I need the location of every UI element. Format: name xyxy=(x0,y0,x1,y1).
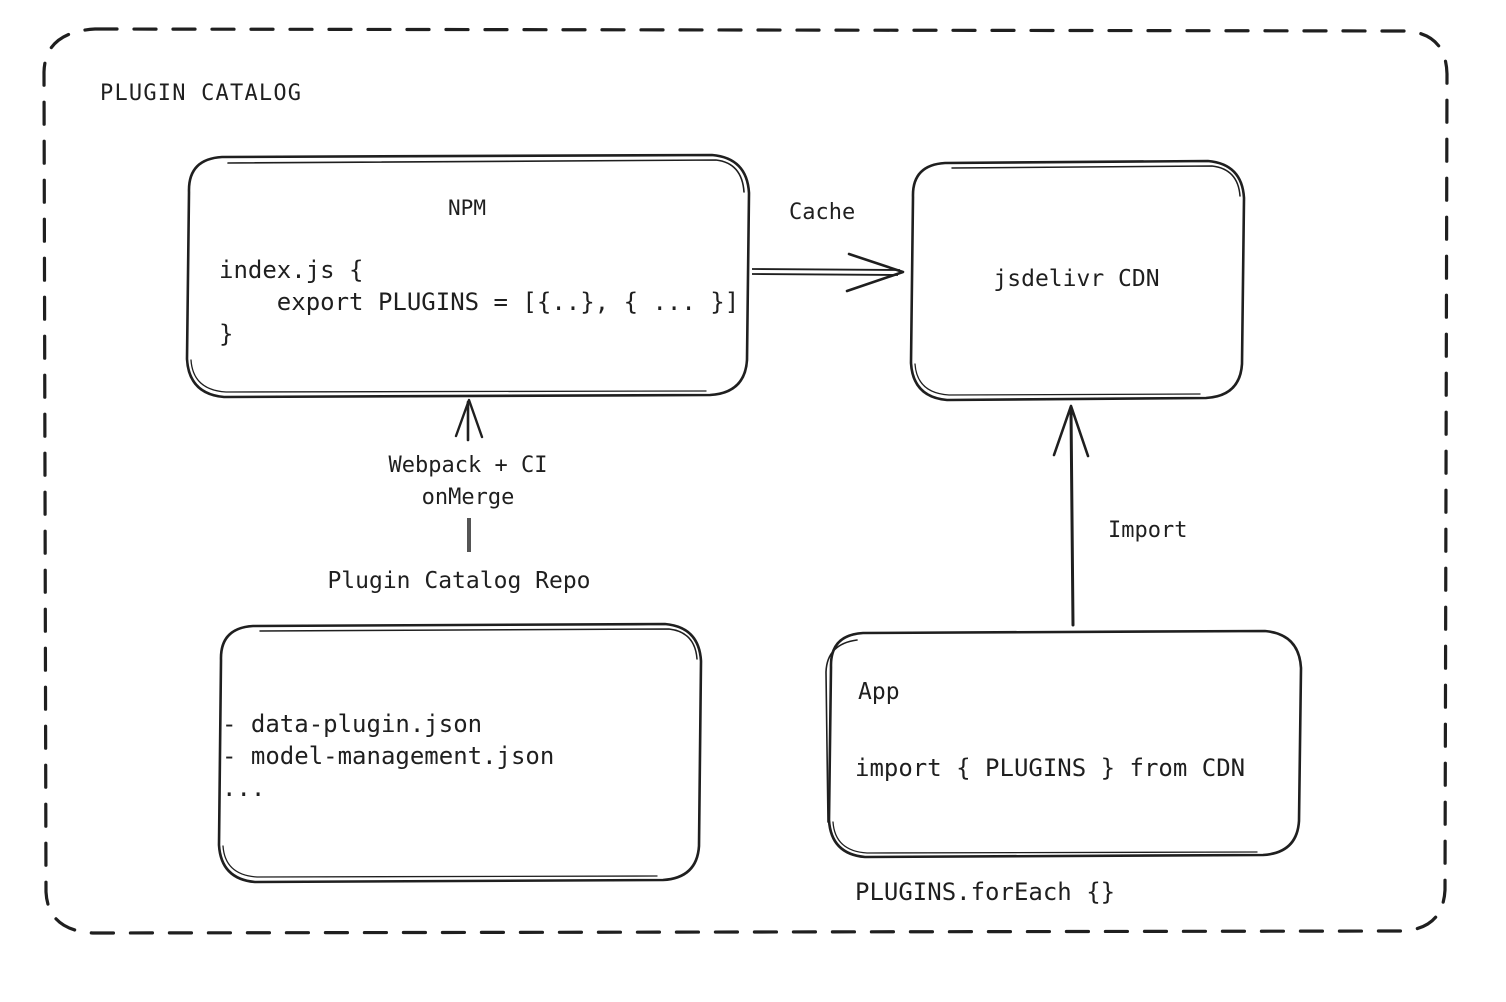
node-npm-title: NPM xyxy=(448,196,486,220)
group-title: PLUGIN CATALOG xyxy=(100,81,303,106)
edge-label-import: Import xyxy=(1108,518,1188,543)
node-repo-shape xyxy=(217,622,703,884)
edge-cache xyxy=(751,252,905,293)
node-app-code: import { PLUGINS } from CDN PLUGINS.forE… xyxy=(855,754,1246,906)
node-repo-caption: Plugin Catalog Repo xyxy=(327,568,591,594)
node-npm-shape xyxy=(185,153,751,399)
node-app-title: App xyxy=(858,679,900,705)
node-app-shape xyxy=(825,629,1303,859)
edge-webpack xyxy=(454,398,484,552)
edge-import xyxy=(1052,404,1090,627)
node-cdn-title: jsdelivr CDN xyxy=(993,266,1160,292)
edge-label-webpack: Webpack + CI onMerge xyxy=(388,453,548,510)
edge-label-cache: Cache xyxy=(789,200,856,225)
node-cdn-shape xyxy=(909,159,1246,402)
node-npm-code: index.js { export PLUGINS = [{..}, { ...… xyxy=(219,256,740,348)
node-repo-code: - data-plugin.json - model-management.js… xyxy=(222,710,555,802)
